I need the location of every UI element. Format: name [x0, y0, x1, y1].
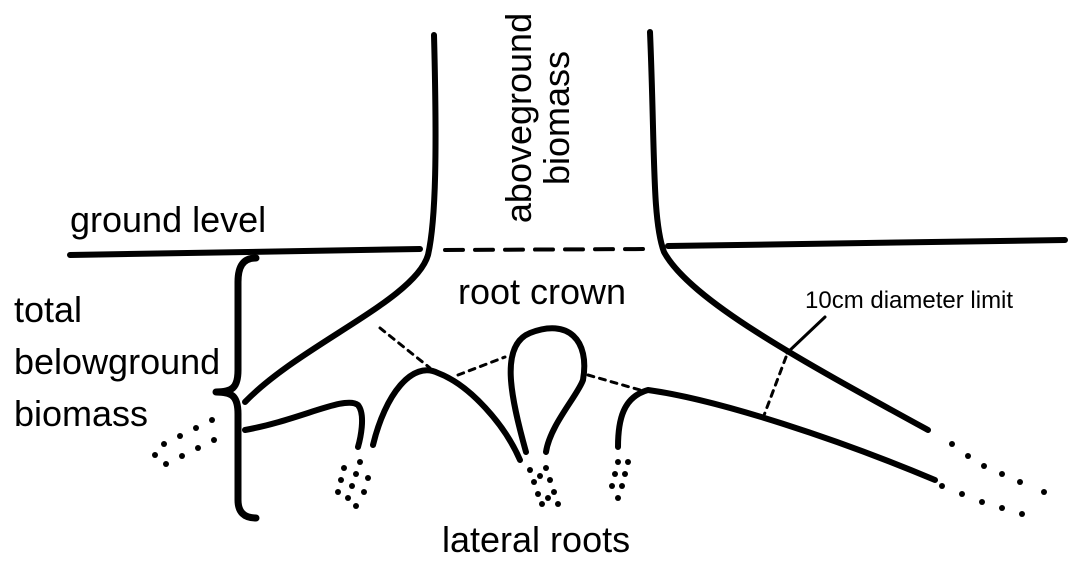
- total-label-line2: belowground: [14, 336, 220, 388]
- dotted-root-continuations: [152, 417, 1047, 517]
- diameter-limit-leader: [787, 317, 825, 353]
- ground-line-left: [70, 249, 420, 255]
- ground-line-right: [668, 240, 1065, 246]
- root-arch-center: [511, 328, 585, 452]
- aboveground-label-line1: aboveground: [500, 13, 538, 223]
- root-arch-left: [373, 370, 520, 460]
- crown-boundary-center-dashes: [458, 357, 505, 375]
- root-hook-right: [618, 390, 935, 480]
- total-belowground-biomass-label: total belowground biomass: [14, 284, 220, 441]
- aboveground-label-line2: biomass: [538, 13, 576, 223]
- diameter-limit-dashes: [763, 357, 786, 418]
- aboveground-biomass-label: aboveground biomass: [500, 13, 576, 223]
- belowground-brace: [216, 258, 256, 518]
- ground-level-label: ground level: [70, 200, 266, 240]
- crown-boundary-left-dashes: [380, 328, 430, 368]
- crown-boundary-right-dashes: [588, 375, 640, 390]
- total-label-line1: total: [14, 284, 220, 336]
- trunk-left-outline: [245, 35, 436, 402]
- root-lower-left: [245, 403, 362, 447]
- trunk-right-outline: [650, 32, 928, 430]
- lateral-roots-label: lateral roots: [442, 520, 630, 560]
- ground-line-dashed: [445, 249, 650, 250]
- root-crown-label: root crown: [458, 272, 626, 312]
- total-label-line3: biomass: [14, 388, 220, 440]
- diameter-limit-label: 10cm diameter limit: [805, 288, 1013, 314]
